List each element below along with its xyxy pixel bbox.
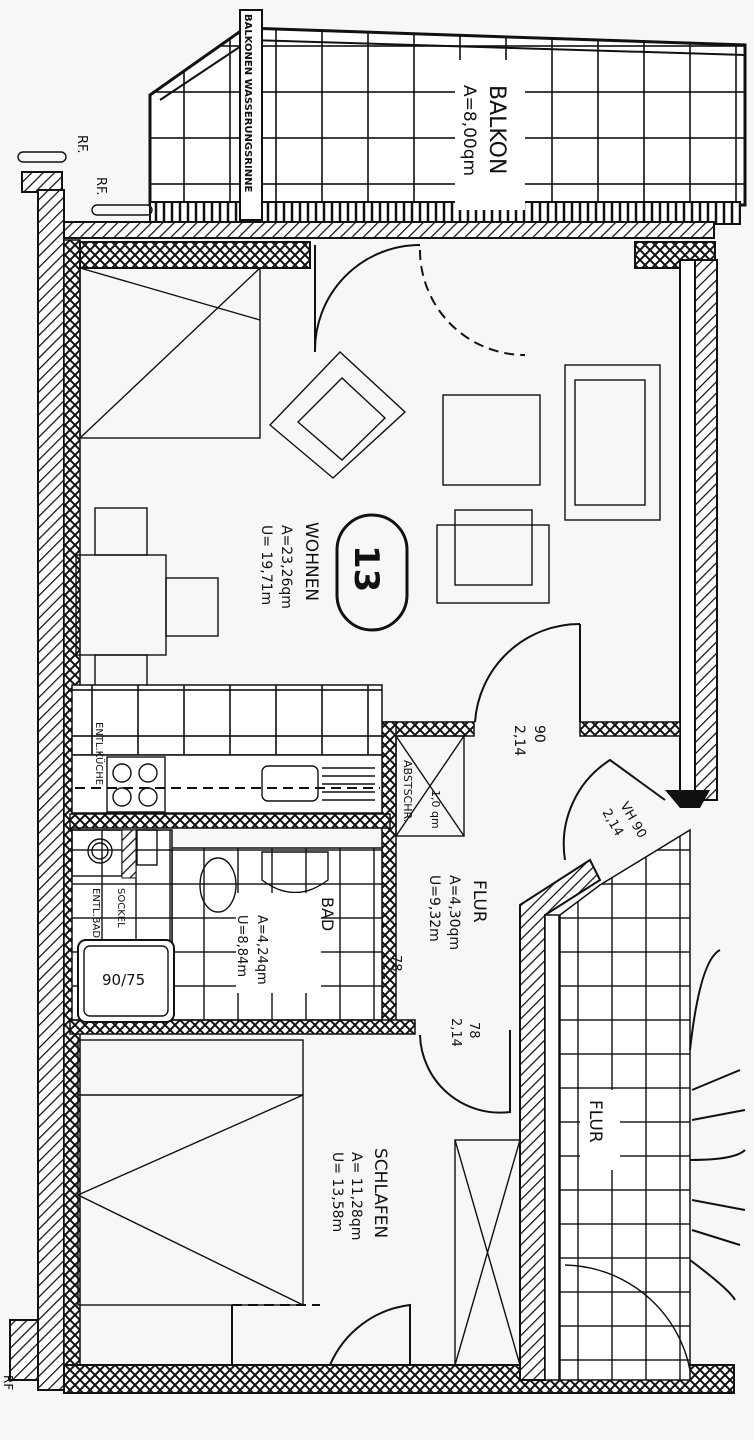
chair	[94, 507, 148, 556]
storage-label: ABSTSCHR.	[401, 760, 414, 822]
bathroom: 90/75 SOCKEL ENTL.BAD BAD A=4,24qm U=8,8…	[71, 829, 383, 1023]
shower-size: 90/75	[102, 971, 145, 989]
door-wohnen-width: 90	[531, 725, 547, 743]
schlafen-area: A= 11,28qm	[348, 1152, 364, 1240]
sofa	[564, 364, 661, 521]
door-schlafen-width: 78	[466, 1022, 481, 1039]
unit-number: 13	[346, 545, 386, 592]
door-entry-width: VH 90	[617, 800, 650, 842]
armchair	[436, 524, 550, 604]
door-wohnen-height: 2,14	[511, 725, 527, 756]
toilet	[199, 857, 237, 913]
dining-table	[75, 554, 167, 656]
balkon-area: A=8,00qm	[459, 85, 479, 176]
wohnen-label: WOHNEN A=23,26qm U= 19,71m 13	[258, 513, 409, 632]
storage-area: 1,0 qm	[429, 790, 442, 829]
stair-flur-name: FLUR	[585, 1100, 605, 1143]
flur-perimeter: U=9,32m	[426, 875, 442, 942]
bad-name: BAD	[318, 897, 337, 931]
door-schlafen-height: 2,14	[448, 1018, 463, 1047]
wohnen-name: WOHNEN	[301, 522, 321, 601]
balkon-drain-label: BALKONEN WASSERUNGSRINNE	[242, 14, 253, 192]
rf-label-2: RF.	[93, 177, 108, 196]
flur-label: FLUR A=4,30qm U=9,32m	[426, 875, 489, 950]
bedroom: SCHLAFEN A= 11,28qm U= 13,58m	[77, 1039, 521, 1366]
flur-area: A=4,30qm	[446, 875, 462, 950]
kitchen: ENTL.KÜCHE	[71, 684, 383, 814]
entl-kueche-label: ENTL.KÜCHE	[93, 722, 106, 785]
chair	[165, 577, 219, 637]
stove	[106, 756, 166, 813]
schlafen-perimeter: U= 13,58m	[329, 1152, 345, 1232]
wardrobe	[79, 267, 261, 439]
washing-machine	[87, 838, 113, 864]
wohnen-furniture	[75, 267, 661, 701]
kitchen-sink	[261, 765, 319, 802]
flur-name: FLUR	[469, 880, 489, 923]
schlafen-name: SCHLAFEN	[370, 1148, 390, 1238]
washbasin	[261, 851, 329, 894]
stairwell: FLUR	[559, 828, 746, 1381]
rain-pipe	[17, 151, 67, 163]
unit-number-badge	[335, 513, 409, 632]
storage-closet: ABSTSCHR. 1,0 qm	[395, 735, 465, 837]
bad-perimeter: U=8,84m	[234, 915, 249, 977]
rf-bottom-label: RF	[1, 1375, 15, 1390]
sockel-label: SOCKEL	[115, 888, 126, 928]
wardrobe	[454, 1139, 521, 1366]
wohnen-area: A=23,26qm	[278, 525, 294, 609]
rain-pipe	[91, 204, 153, 216]
balkon-name: BALKON	[484, 85, 509, 174]
balcony: BALKON A=8,00qm BALKONEN WASSERUNGSRINNE	[148, 9, 747, 225]
bad-area: A=4,24qm	[254, 915, 269, 985]
rf-label-1: RF.	[74, 135, 89, 154]
bed	[77, 1039, 304, 1306]
stairs	[689, 949, 746, 1301]
armchair	[268, 351, 407, 479]
coffee-table	[442, 394, 541, 486]
wohnen-perimeter: U= 19,71m	[258, 525, 274, 605]
entl-bad-label: ENTL.BAD	[90, 888, 101, 938]
shower-tray	[77, 939, 175, 1023]
door-bad-width: 78	[388, 955, 403, 972]
